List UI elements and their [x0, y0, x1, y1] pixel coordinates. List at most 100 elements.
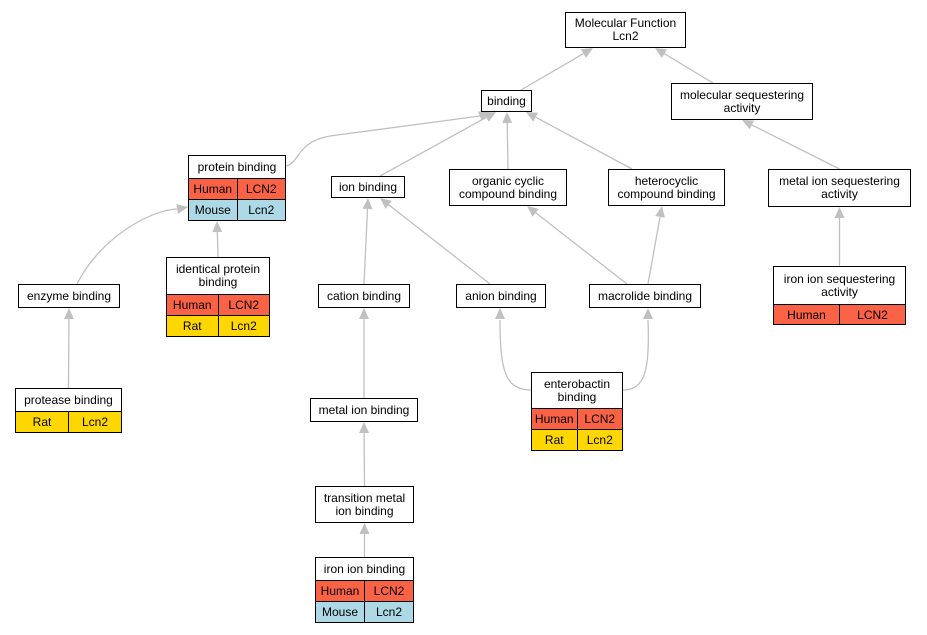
- term-label: iron ion sequestering activity: [783, 271, 896, 299]
- edge-entero-to-anion: [499, 319, 532, 391]
- term-label: Molecular Function Lcn2: [574, 16, 677, 43]
- term-label: enzyme binding: [26, 288, 112, 303]
- arrowhead: [212, 221, 223, 233]
- term-label: protein binding: [197, 159, 277, 174]
- gene-cell: Lcn2: [236, 200, 286, 220]
- annotation-row: Human LCN2: [774, 304, 905, 324]
- term-label: metal ion sequestering activity: [779, 174, 900, 201]
- gene-cell: LCN2: [364, 581, 413, 601]
- term-label: cation binding: [326, 288, 402, 303]
- term-label: ion binding: [338, 179, 398, 194]
- arrowhead: [380, 198, 392, 209]
- gene-cell: LCN2: [839, 305, 905, 324]
- term-label: anion binding: [465, 288, 537, 303]
- term-label: identical protein binding: [175, 262, 261, 289]
- species-cell: Human: [172, 298, 212, 312]
- arrowhead: [359, 422, 370, 434]
- go-term-binding[interactable]: binding: [481, 90, 532, 112]
- arrowhead: [483, 112, 496, 122]
- arrowhead: [643, 308, 653, 319]
- edge-organic-to-binding: [506, 122, 509, 170]
- species-cell: Mouse: [194, 203, 231, 217]
- go-term-hetero[interactable]: heterocyclic compound binding: [608, 169, 725, 206]
- species-cell: Mouse: [321, 605, 359, 619]
- go-term-organic[interactable]: organic cyclic compound binding: [449, 169, 567, 206]
- arrowhead: [580, 48, 593, 58]
- annotation-row: Rat Lcn2: [532, 429, 622, 450]
- edge-binding-to-mf: [520, 52, 584, 91]
- arrowhead: [495, 308, 505, 319]
- edge-macrolide-to-organic: [535, 212, 628, 285]
- term-label: heterocyclic compound binding: [617, 173, 716, 201]
- species-cell: Human: [193, 182, 233, 196]
- go-term-anion[interactable]: anion binding: [456, 284, 546, 308]
- term-label: binding: [487, 93, 526, 108]
- arrowhead: [526, 112, 539, 122]
- gene-cell: Lcn2: [576, 430, 623, 450]
- gene-cell: LCN2: [576, 409, 623, 429]
- go-term-mf[interactable]: Molecular Function Lcn2: [565, 12, 686, 48]
- edge-cation-to-ion: [363, 208, 369, 285]
- edge-identical-to-protein: [216, 231, 219, 258]
- edge-msa-to-mf: [664, 53, 714, 84]
- go-term-msa[interactable]: molecular sequestering activity: [671, 83, 813, 120]
- term-label: protease binding: [24, 392, 113, 407]
- arrowhead: [655, 48, 668, 58]
- go-term-cation[interactable]: cation binding: [318, 284, 410, 308]
- gene-cell: Lcn2: [217, 316, 270, 336]
- annotation-row: Mouse Lcn2: [316, 601, 413, 622]
- edge-metalseq-to-msa: [751, 124, 840, 170]
- annotation-row: Rat Lcn2: [16, 411, 121, 432]
- term-label: transition metal ion binding: [323, 490, 406, 518]
- arrowhead: [359, 308, 369, 319]
- arrowhead: [176, 204, 188, 214]
- gene-cell: LCN2: [217, 295, 270, 315]
- annotation-row: Human LCN2: [167, 294, 269, 315]
- go-term-metalseq[interactable]: metal ion sequestering activity: [768, 169, 911, 207]
- go-term-macrolide[interactable]: macrolide binding: [589, 284, 701, 308]
- edge-hetero-to-binding: [535, 116, 633, 170]
- edge-macrolide-to-hetero: [647, 216, 661, 285]
- species-cell: Rat: [544, 433, 564, 447]
- go-term-enzyme[interactable]: enzyme binding: [18, 284, 120, 308]
- edge-anion-to-ion: [388, 204, 491, 285]
- go-term-transition[interactable]: transition metal ion binding: [315, 486, 414, 523]
- gene-cell: Lcn2: [364, 602, 413, 622]
- edge-enzyme-to-protein: [76, 208, 178, 285]
- arrowhead: [834, 207, 845, 218]
- edge-ion-to-binding: [379, 116, 487, 177]
- species-cell: Rat: [32, 415, 52, 429]
- gene-cell: Lcn2: [68, 412, 121, 432]
- arrowhead: [655, 206, 665, 218]
- arrowhead: [362, 198, 373, 210]
- edge-protein-to-binding: [285, 115, 481, 167]
- go-term-ion[interactable]: ion binding: [331, 176, 405, 198]
- term-label: enterobactin binding: [543, 376, 611, 404]
- arrowhead: [359, 523, 370, 534]
- species-cell: Human: [534, 412, 574, 426]
- edge-entero-to-macrolide: [622, 319, 650, 391]
- arrowhead: [63, 308, 74, 320]
- species-cell: Human: [787, 307, 826, 322]
- gene-cell: LCN2: [236, 179, 286, 199]
- term-label: metal ion binding: [318, 402, 410, 417]
- term-label: organic cyclic compound binding: [458, 173, 558, 201]
- term-label: iron ion binding: [323, 561, 406, 576]
- annotation-row: Mouse Lcn2: [189, 199, 285, 220]
- arrowhead: [742, 120, 755, 130]
- go-term-metal[interactable]: metal ion binding: [310, 398, 418, 422]
- arrowhead: [502, 112, 513, 124]
- term-label: macrolide binding: [597, 288, 693, 303]
